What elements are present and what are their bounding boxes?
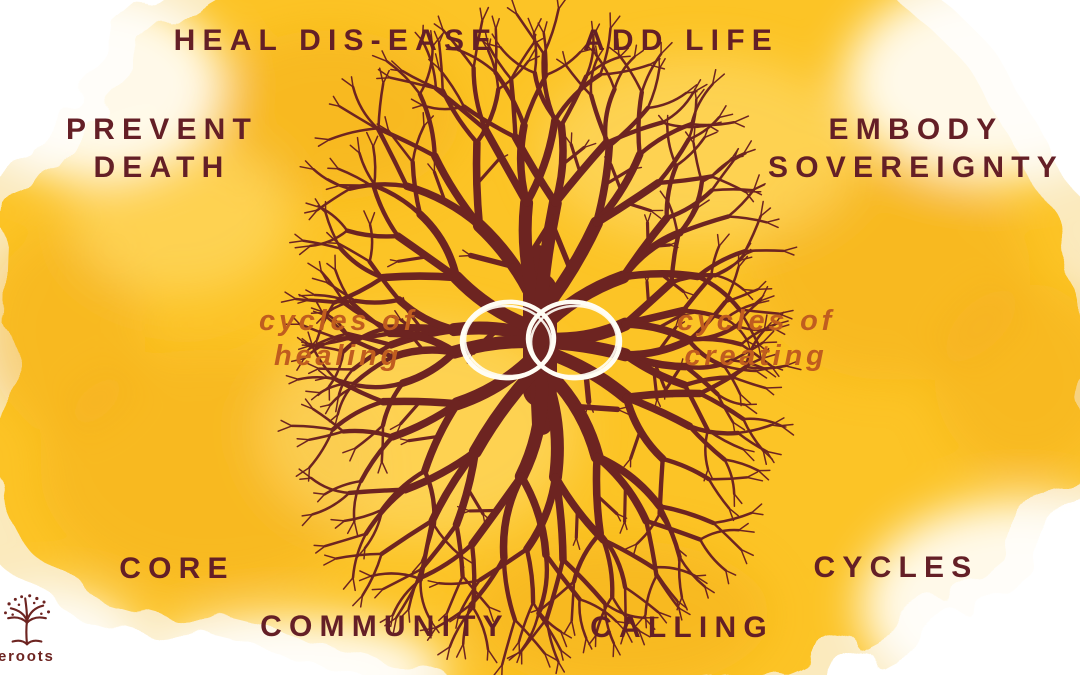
label-cycles-of-healing: cycles of healing [259,304,417,374]
label-embody-sovereignty-line1: EMBODY [828,113,1004,146]
label-add-life: ADD LIFE [583,24,779,57]
label-heal-dis-ease: HEAL DIS-EASE [173,24,499,57]
label-cycles: CYCLES [813,551,979,584]
label-cycles-of-creating-line1: cycles of [676,305,836,337]
logo-tree-icon [4,594,51,646]
label-calling: CALLING [590,611,774,644]
tree-illustration [277,0,802,675]
label-cycles-of-creating-line2: creating [684,340,828,372]
label-cycles-of-healing-line2: healing [274,340,402,372]
label-prevent-death-line1: PREVENT [65,113,259,146]
label-community: COMMUNITY [260,610,510,643]
label-cycles-of-healing-line1: cycles of [258,305,418,337]
label-embody-sovereignty-line2: SOVEREIGNTY [768,151,1064,184]
label-prevent-death-line2: DEATH [93,151,231,184]
logo-wordmark: eroots [0,648,55,665]
label-cycles-of-creating: cycles of creating [677,304,835,374]
infinity-icon [459,299,623,381]
logo: eroots [0,594,102,665]
label-core: CORE [119,552,235,585]
label-embody-sovereignty: EMBODY SOVEREIGNTY [768,111,1064,187]
label-prevent-death: PREVENT DEATH [66,111,258,187]
